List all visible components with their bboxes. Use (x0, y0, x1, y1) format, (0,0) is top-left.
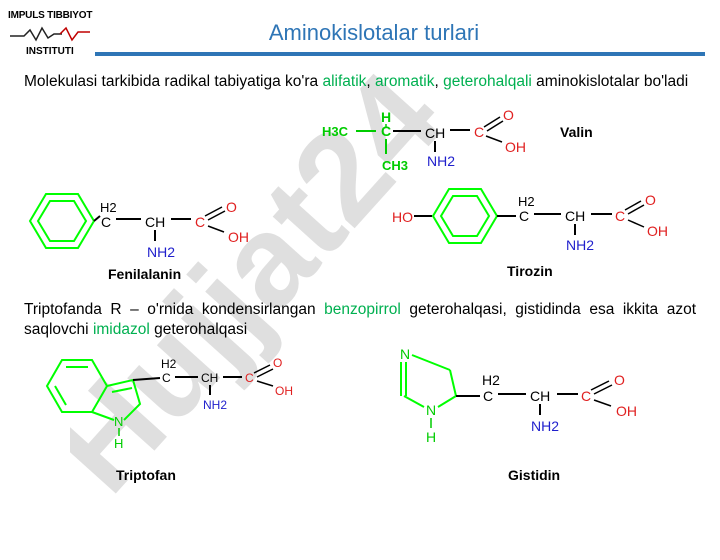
watermark: Hujjat24 (70, 45, 469, 519)
histidine-structure: N N H H2 C CH NH2 C O OH (400, 346, 637, 445)
heterocyclic-term: geterohalqali (443, 73, 532, 90)
atom-H: H (426, 429, 436, 445)
atom-H3C: H3C (322, 124, 349, 139)
atom-CH: CH (145, 214, 165, 230)
atom-CH3: CH3 (382, 158, 408, 173)
atom-H2: H2 (161, 357, 177, 371)
atom-C: C (474, 124, 484, 140)
atom-OH: OH (275, 384, 293, 398)
atom-O: O (645, 192, 656, 208)
valine-structure: H H3C C CH3 CH NH2 C O OH (322, 107, 526, 173)
atom-OH: OH (228, 229, 249, 245)
tryptophan-structure: N H H2 C CH NH2 C O OH (45, 356, 293, 451)
atom-NH2: NH2 (203, 398, 227, 412)
aliphatic-term: alifatik (322, 73, 367, 90)
institute-logo: IMPULS TIBBIYOT INSTITUTI (4, 10, 94, 60)
label-valin: Valin (560, 124, 593, 140)
atom-OH: OH (616, 403, 637, 419)
aromatic-term: aromatik (375, 73, 435, 90)
atom-H2: H2 (100, 200, 117, 215)
atom-H: H (114, 436, 123, 451)
atom-CH: CH (565, 208, 585, 224)
atom-C: C (381, 123, 391, 139)
logo-line1: IMPULS TIBBIYOT (8, 10, 93, 21)
intro-text: Molekulasi tarkibida radikal tabiyatiga … (24, 73, 323, 90)
atom-C: C (195, 214, 205, 230)
imidazole-term: imidazol (92, 321, 150, 338)
atom-NH2: NH2 (147, 244, 175, 260)
atom-OH: OH (505, 139, 526, 155)
atom-C: C (162, 371, 171, 385)
atom-C: C (483, 388, 493, 404)
intro-paragraph: Molekulasi tarkibida radikal tabiyatiga … (24, 73, 689, 90)
atom-HO: HO (392, 209, 413, 225)
atom-CH: CH (530, 388, 550, 404)
atom-CH: CH (201, 371, 218, 385)
atom-OH: OH (647, 223, 668, 239)
atom-O: O (614, 372, 625, 388)
atom-C: C (615, 208, 625, 224)
label-tirozin: Tirozin (507, 263, 553, 279)
benzopyrrole-term: benzopirrol (324, 301, 401, 318)
atom-C: C (519, 208, 529, 224)
page-title: Aminokislotalar turlari (268, 20, 480, 45)
atom-C: C (101, 214, 111, 230)
atom-O: O (273, 356, 282, 370)
atom-NH2: NH2 (566, 237, 594, 253)
label-triptofan: Triptofan (116, 467, 176, 483)
atom-N: N (400, 346, 410, 362)
atom-H: H (381, 109, 391, 125)
tryptophan-histidine-paragraph: Triptofanda R – o'rnida kondensirlangan … (24, 301, 697, 338)
label-fenilalanin: Fenilalanin (108, 266, 182, 282)
atom-H2: H2 (482, 372, 500, 388)
title-divider (95, 52, 705, 56)
logo-pulse-icon (10, 26, 90, 42)
atom-N: N (426, 402, 436, 418)
atom-NH2: NH2 (531, 418, 559, 434)
atom-O: O (226, 199, 237, 215)
logo-line2: INSTITUTI (26, 46, 74, 57)
label-gistidin: Gistidin (508, 467, 561, 483)
atom-CH: CH (425, 125, 445, 141)
atom-C: C (581, 388, 591, 404)
structures-canvas: H H3C C CH3 CH NH2 C O OH H2 C CH NH2 C … (28, 107, 668, 451)
atom-H2: H2 (518, 194, 535, 209)
atom-C: C (245, 371, 254, 385)
atom-NH2: NH2 (427, 153, 455, 169)
tyrosine-structure: HO H2 C CH NH2 C O OH (392, 188, 668, 253)
atom-O: O (503, 107, 514, 123)
phenylalanine-structure: H2 C CH NH2 C O OH (28, 193, 249, 260)
atom-N: N (114, 414, 123, 429)
